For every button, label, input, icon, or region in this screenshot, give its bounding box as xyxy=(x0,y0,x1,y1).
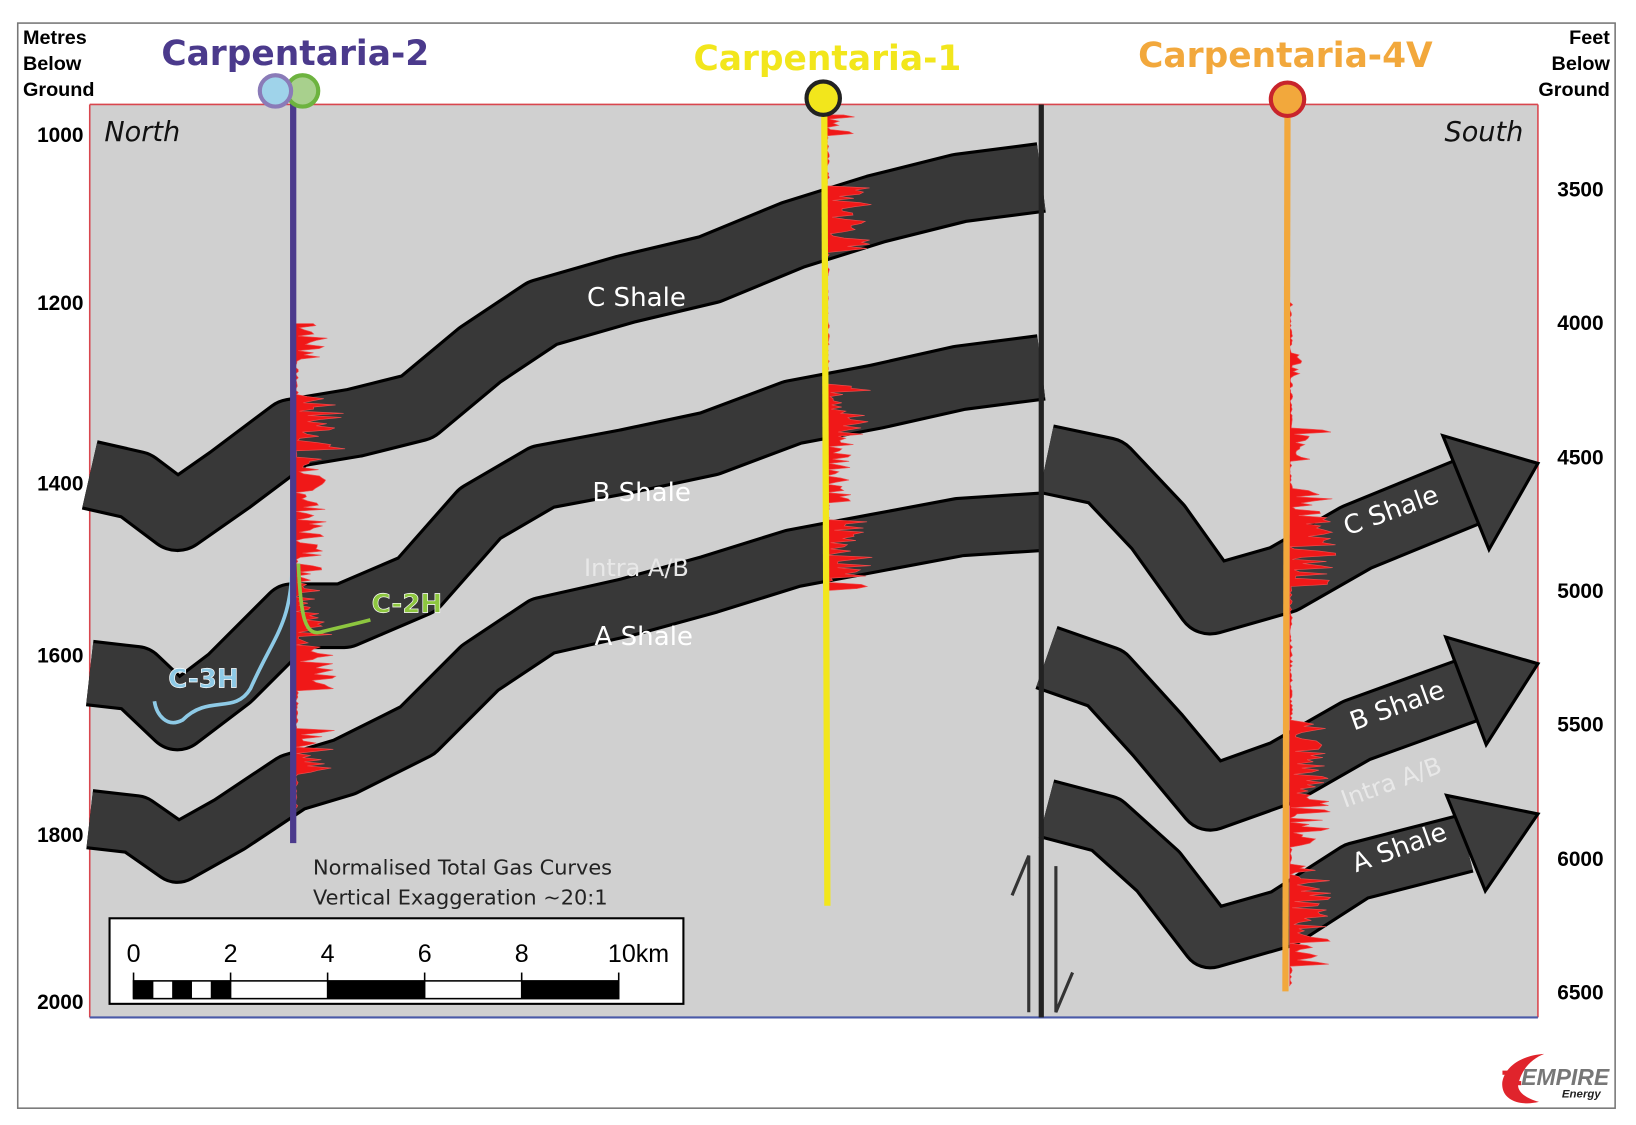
scale-label: 0 xyxy=(127,940,141,968)
b-shale-south-arrow-icon xyxy=(1443,634,1541,749)
intra-ab-label-north: Intra A/B xyxy=(584,554,689,582)
right-axis-title-3: Ground xyxy=(1538,79,1610,101)
right-axis: 3500 4000 4500 5000 5500 6000 6500 xyxy=(1557,178,1603,1004)
b-shale-label-north: B Shale xyxy=(592,478,691,508)
logo-sub: Energy xyxy=(1562,1089,1602,1101)
b-shale-south-band xyxy=(1035,625,1541,832)
right-tick: 5500 xyxy=(1557,714,1603,737)
a-shale-north-band xyxy=(86,491,1044,884)
left-axis-title-2: Below xyxy=(23,53,82,75)
note-gas-curves: Normalised Total Gas Curves xyxy=(313,855,612,879)
well-title-carpentaria-1: Carpentaria-1 xyxy=(693,39,961,79)
c-shale-south-arrow-icon xyxy=(1440,433,1541,554)
right-axis-title-1: Feet xyxy=(1569,27,1610,49)
south-label: South xyxy=(1445,117,1524,148)
left-tick: 1400 xyxy=(37,473,83,496)
gas-curves xyxy=(294,114,1337,987)
right-tick: 4000 xyxy=(1557,312,1603,335)
right-tick: 4500 xyxy=(1557,446,1603,469)
right-tick: 6500 xyxy=(1557,982,1603,1005)
empire-energy-logo: EMPIRE Energy xyxy=(1502,1053,1610,1104)
c-shale-label-north: C Shale xyxy=(587,283,686,313)
a-shale-south-band xyxy=(1038,779,1541,970)
scale-label: 4 xyxy=(321,940,335,968)
north-label: North xyxy=(104,117,180,148)
carpentaria-1-well xyxy=(821,102,831,906)
left-axis: 1000 1200 1400 1600 1800 2000 xyxy=(37,124,83,1014)
left-tick: 1000 xyxy=(37,124,83,147)
scale-bar: 0 2 4 6 8 10km xyxy=(108,917,685,1005)
carpentaria-1-marker xyxy=(804,79,842,117)
left-tick: 1200 xyxy=(37,292,83,315)
scale-label: 10km xyxy=(608,940,669,968)
c-3h-label: C-3H xyxy=(168,665,239,695)
shale-bands xyxy=(81,142,1541,970)
b-shale-north-band xyxy=(85,334,1046,752)
carpentaria-2-marker xyxy=(257,73,294,109)
c-2h-label: C-2H xyxy=(372,590,443,620)
well-title-carpentaria-4v: Carpentaria-4V xyxy=(1138,36,1433,76)
a-shale-south-arrow-icon xyxy=(1444,793,1541,895)
left-tick: 2000 xyxy=(37,991,83,1014)
left-tick: 1600 xyxy=(37,645,83,668)
left-axis-title-3: Ground xyxy=(23,79,95,101)
fault-arrows-icon xyxy=(1010,855,1075,1013)
scale-label: 2 xyxy=(224,940,238,968)
right-axis-title-2: Below xyxy=(1552,53,1611,75)
logo-name: EMPIRE xyxy=(1521,1064,1610,1090)
gas-curve-carpentaria-4v xyxy=(1289,302,1337,987)
carpentaria-4v-marker xyxy=(1268,80,1307,119)
carpentaria-4v-well xyxy=(1282,102,1291,992)
left-tick: 1800 xyxy=(37,824,83,847)
c-shale-north-band xyxy=(81,142,1046,553)
gas-curve-carpentaria-2 xyxy=(294,323,346,810)
right-tick: 5000 xyxy=(1557,580,1603,603)
note-vertical-exaggeration: Vertical Exaggeration ~20:1 xyxy=(313,886,608,910)
left-axis-title-1: Metres xyxy=(23,27,87,49)
right-tick: 3500 xyxy=(1557,178,1603,201)
c-3h-wellpath xyxy=(152,568,294,725)
right-tick: 6000 xyxy=(1557,848,1603,871)
well-title-carpentaria-2: Carpentaria-2 xyxy=(161,34,429,74)
scale-label: 8 xyxy=(515,940,529,968)
c-shale-south-band xyxy=(1039,424,1541,636)
scale-label: 6 xyxy=(418,940,432,968)
a-shale-label-north: A Shale xyxy=(595,622,693,652)
c-2h-wellpath xyxy=(296,563,371,635)
